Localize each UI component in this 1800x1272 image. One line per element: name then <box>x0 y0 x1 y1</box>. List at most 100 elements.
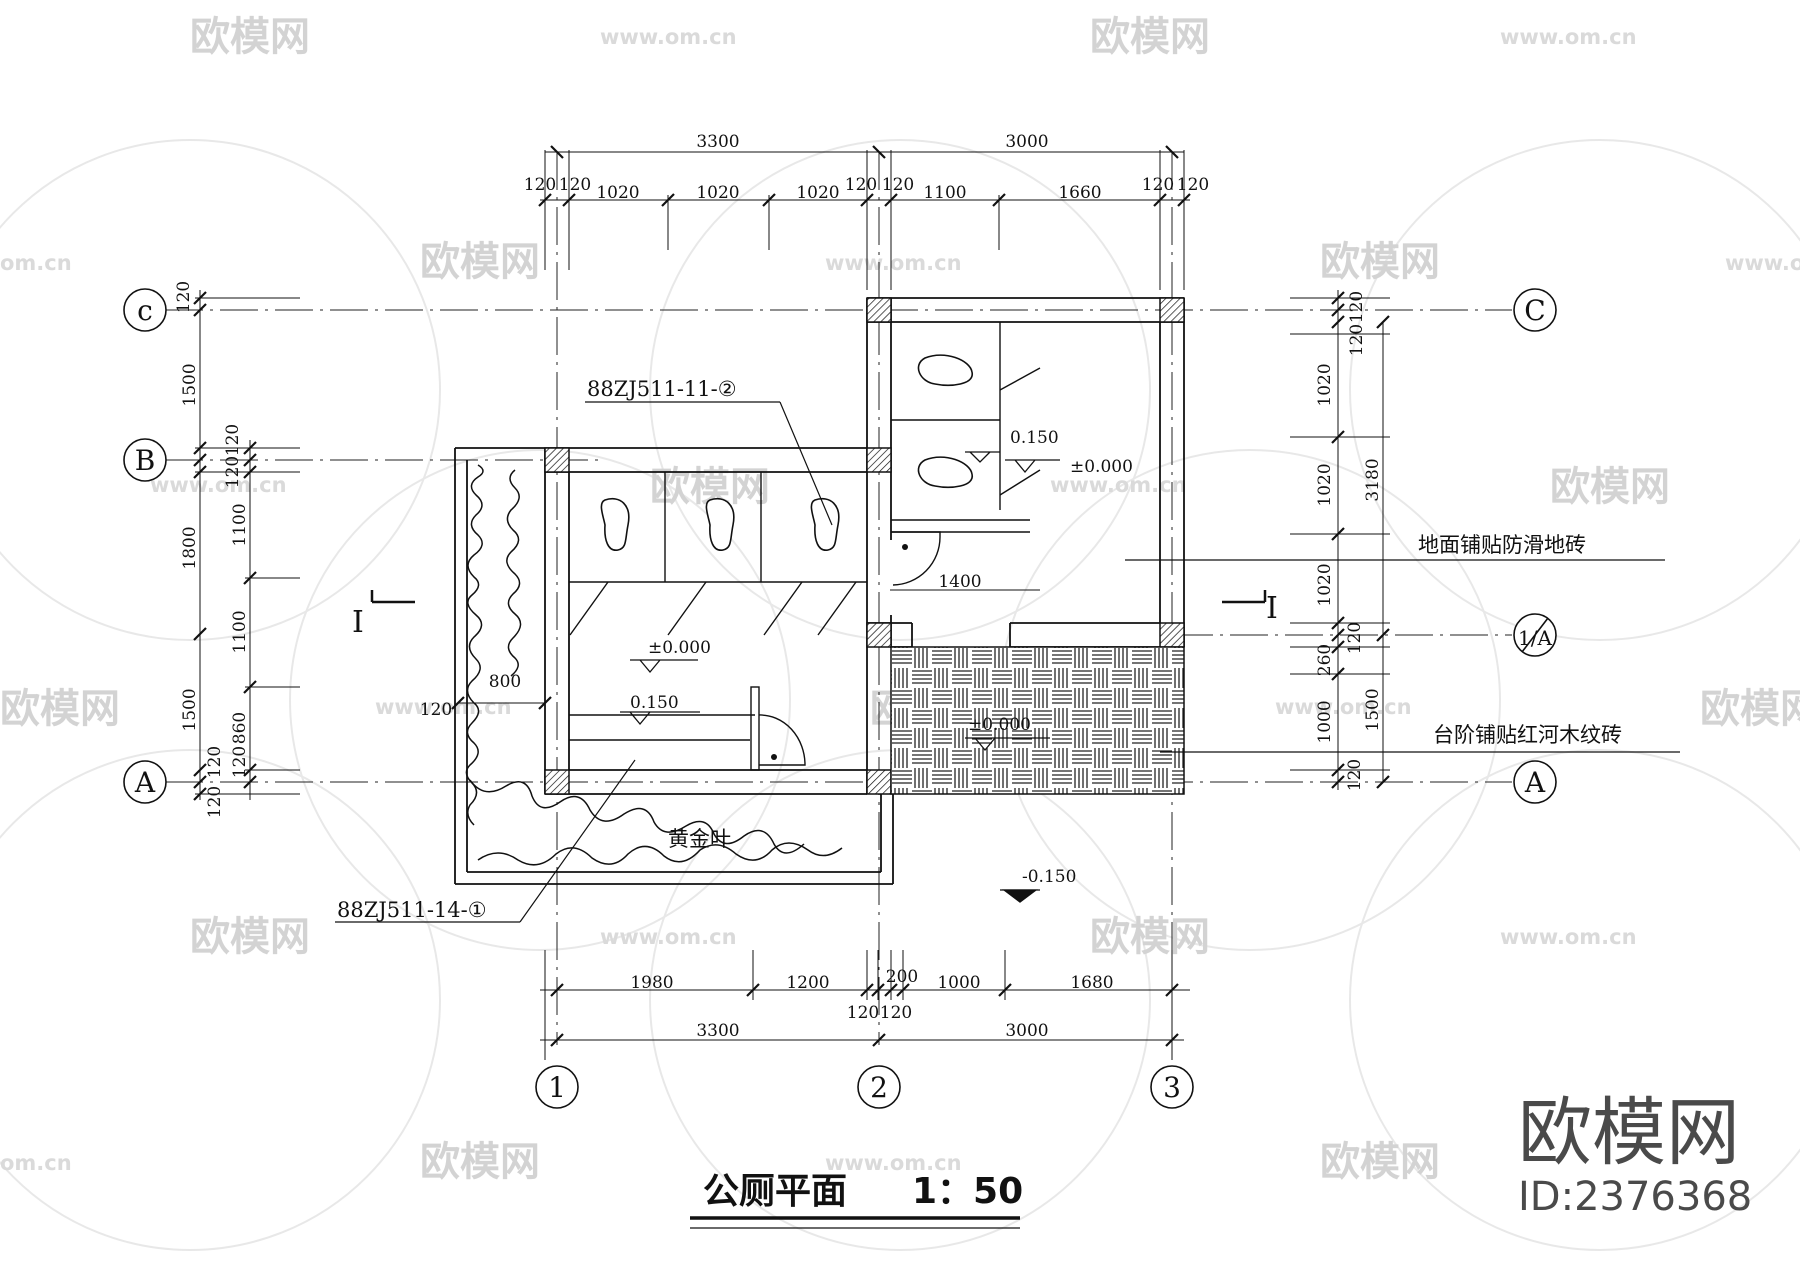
watermark-url: www.om.cn <box>1500 925 1637 949</box>
watermark-logo: 欧模网 <box>0 686 120 732</box>
watermark-url: www.om.cn <box>600 925 737 949</box>
dim-top: 1100 <box>923 183 966 203</box>
axis-bubble <box>1513 288 1557 332</box>
dim-left: 1500 <box>180 688 200 731</box>
watermark-logo: 欧模网 <box>190 14 310 60</box>
axis-label-c: C <box>1524 294 1545 327</box>
dim-left: 1100 <box>230 503 250 546</box>
elevation-label: ±0.000 <box>968 715 1031 735</box>
dim-left: 120 <box>205 786 225 818</box>
annotations: 88ZJ511-11-② 88ZJ511-14-① 地面铺贴防滑地砖 台阶铺贴红… <box>337 377 1622 922</box>
watermark-url: www.om.cn <box>825 251 962 275</box>
elevation-label: ±0.000 <box>648 638 711 658</box>
dim-bottom: 1000 <box>937 973 980 993</box>
dim-left: 860 <box>230 712 250 744</box>
dim-top: 120 <box>882 175 914 195</box>
axis-bubble <box>1513 760 1557 804</box>
axis-bubble <box>123 438 167 482</box>
watermark-url: www.om.cn <box>1725 251 1800 275</box>
dim-bottom: 120 <box>847 1003 879 1023</box>
axis-label-a: A <box>1524 766 1546 799</box>
elevation-label: 0.150 <box>630 693 679 713</box>
axis-label-c: c <box>137 294 153 327</box>
axis-label-b: B <box>135 444 156 477</box>
dim-right: 120 <box>1347 324 1367 356</box>
right-partitions <box>891 322 1041 586</box>
dim-right: 3180 <box>1363 458 1383 501</box>
watermark-logo: 欧模网 <box>1090 14 1210 60</box>
dim-right: 1020 <box>1315 463 1335 506</box>
dim-right: 1020 <box>1315 363 1335 406</box>
dimension-text: 3300 3000 120 120 1020 1020 1020 120 120… <box>174 132 1383 1041</box>
watermark-logo: 欧模网 <box>1550 464 1670 510</box>
step-finish-label: 台阶铺贴红河木纹砖 <box>1433 723 1622 747</box>
elevation-label: -0.150 <box>1022 867 1076 887</box>
drawing-title: 公厕平面 1：50 <box>690 1171 1023 1229</box>
squat-toilets <box>600 354 973 551</box>
dim-top-total: 3300 <box>696 132 739 152</box>
watermark-logo: 欧模网 <box>1700 686 1800 732</box>
watermark-logo: 欧模网 <box>1090 914 1210 960</box>
dim-bottom-total: 3000 <box>1005 1021 1048 1041</box>
dim-top: 1020 <box>596 183 639 203</box>
dim-left: 120 <box>205 746 225 778</box>
dim-top-total: 3000 <box>1005 132 1048 152</box>
dim-top: 120 <box>559 175 591 195</box>
axis-bubble <box>123 288 167 332</box>
dim-right: 120 <box>1345 759 1365 791</box>
dim-right: 120 <box>1347 291 1367 323</box>
plant-label: 黄金叶 <box>668 827 731 851</box>
reference-label: 88ZJ511-14-① <box>337 898 487 922</box>
dim-top: 120 <box>845 175 877 195</box>
axis-lines <box>165 152 1512 1045</box>
brand-block: 欧模网 ID:2376368 <box>1518 1090 1752 1220</box>
dim-top: 120 <box>1142 175 1174 195</box>
dim-top: 1020 <box>796 183 839 203</box>
dim-left: 120 <box>223 424 243 456</box>
elevation-text: ±0.000 0.150 ±0.000 0.150 ±0.000 -0.150 <box>630 428 1133 887</box>
section-label: I <box>352 605 364 640</box>
dim-left: 1500 <box>180 363 200 406</box>
dimension-ticks <box>193 145 1390 1047</box>
section-label: I <box>1266 591 1278 626</box>
dim-right: 1020 <box>1315 563 1335 606</box>
watermark-url: www.om.cn <box>1050 473 1187 497</box>
stall-partitions <box>569 472 867 771</box>
dim-left: 120 <box>230 746 250 778</box>
brand-id: ID:2376368 <box>1518 1174 1752 1220</box>
dim-left: 1800 <box>180 526 200 569</box>
dim-bottom: 1980 <box>630 973 673 993</box>
dim-misc: 800 <box>489 672 521 692</box>
title-text: 公厕平面 <box>703 1171 847 1212</box>
planter-outline <box>465 464 843 866</box>
watermark-url: om.cn <box>0 1151 72 1175</box>
dim-bottom: 200 <box>886 967 918 987</box>
dim-top: 1660 <box>1058 183 1101 203</box>
elevation-label: 0.150 <box>1010 428 1059 448</box>
watermark-logo: 欧模网 <box>190 914 310 960</box>
reference-label: 88ZJ511-11-② <box>587 377 737 401</box>
axis-label-2: 2 <box>870 1071 888 1104</box>
axis-bubble <box>1150 1065 1194 1109</box>
elevation-markers <box>620 451 1060 903</box>
dim-top: 120 <box>1177 175 1209 195</box>
watermark-logo: 欧模网 <box>1320 1139 1440 1185</box>
watermark-logo: 欧模网 <box>420 1139 540 1185</box>
dim-top: 120 <box>524 175 556 195</box>
dim-right: 1500 <box>1363 688 1383 731</box>
dimension-lines <box>199 151 1384 1041</box>
watermark-url: www.om.cn <box>1275 695 1412 719</box>
watermark-url: www.om.cn <box>825 1151 962 1175</box>
dim-misc: 1400 <box>938 572 981 592</box>
extension-lines <box>195 150 1390 1060</box>
axis-bubble <box>123 760 167 804</box>
watermark-url: www.om.cn <box>600 25 737 49</box>
dim-right: 1000 <box>1315 700 1335 743</box>
dim-bottom-total: 3300 <box>696 1021 739 1041</box>
dim-top: 1020 <box>696 183 739 203</box>
dim-right: 260 <box>1315 644 1335 676</box>
watermark-url: www.om.cn <box>150 473 287 497</box>
brand-logo-text: 欧模网 <box>1518 1090 1740 1176</box>
axis-label-1a: 1/A <box>1518 626 1552 650</box>
